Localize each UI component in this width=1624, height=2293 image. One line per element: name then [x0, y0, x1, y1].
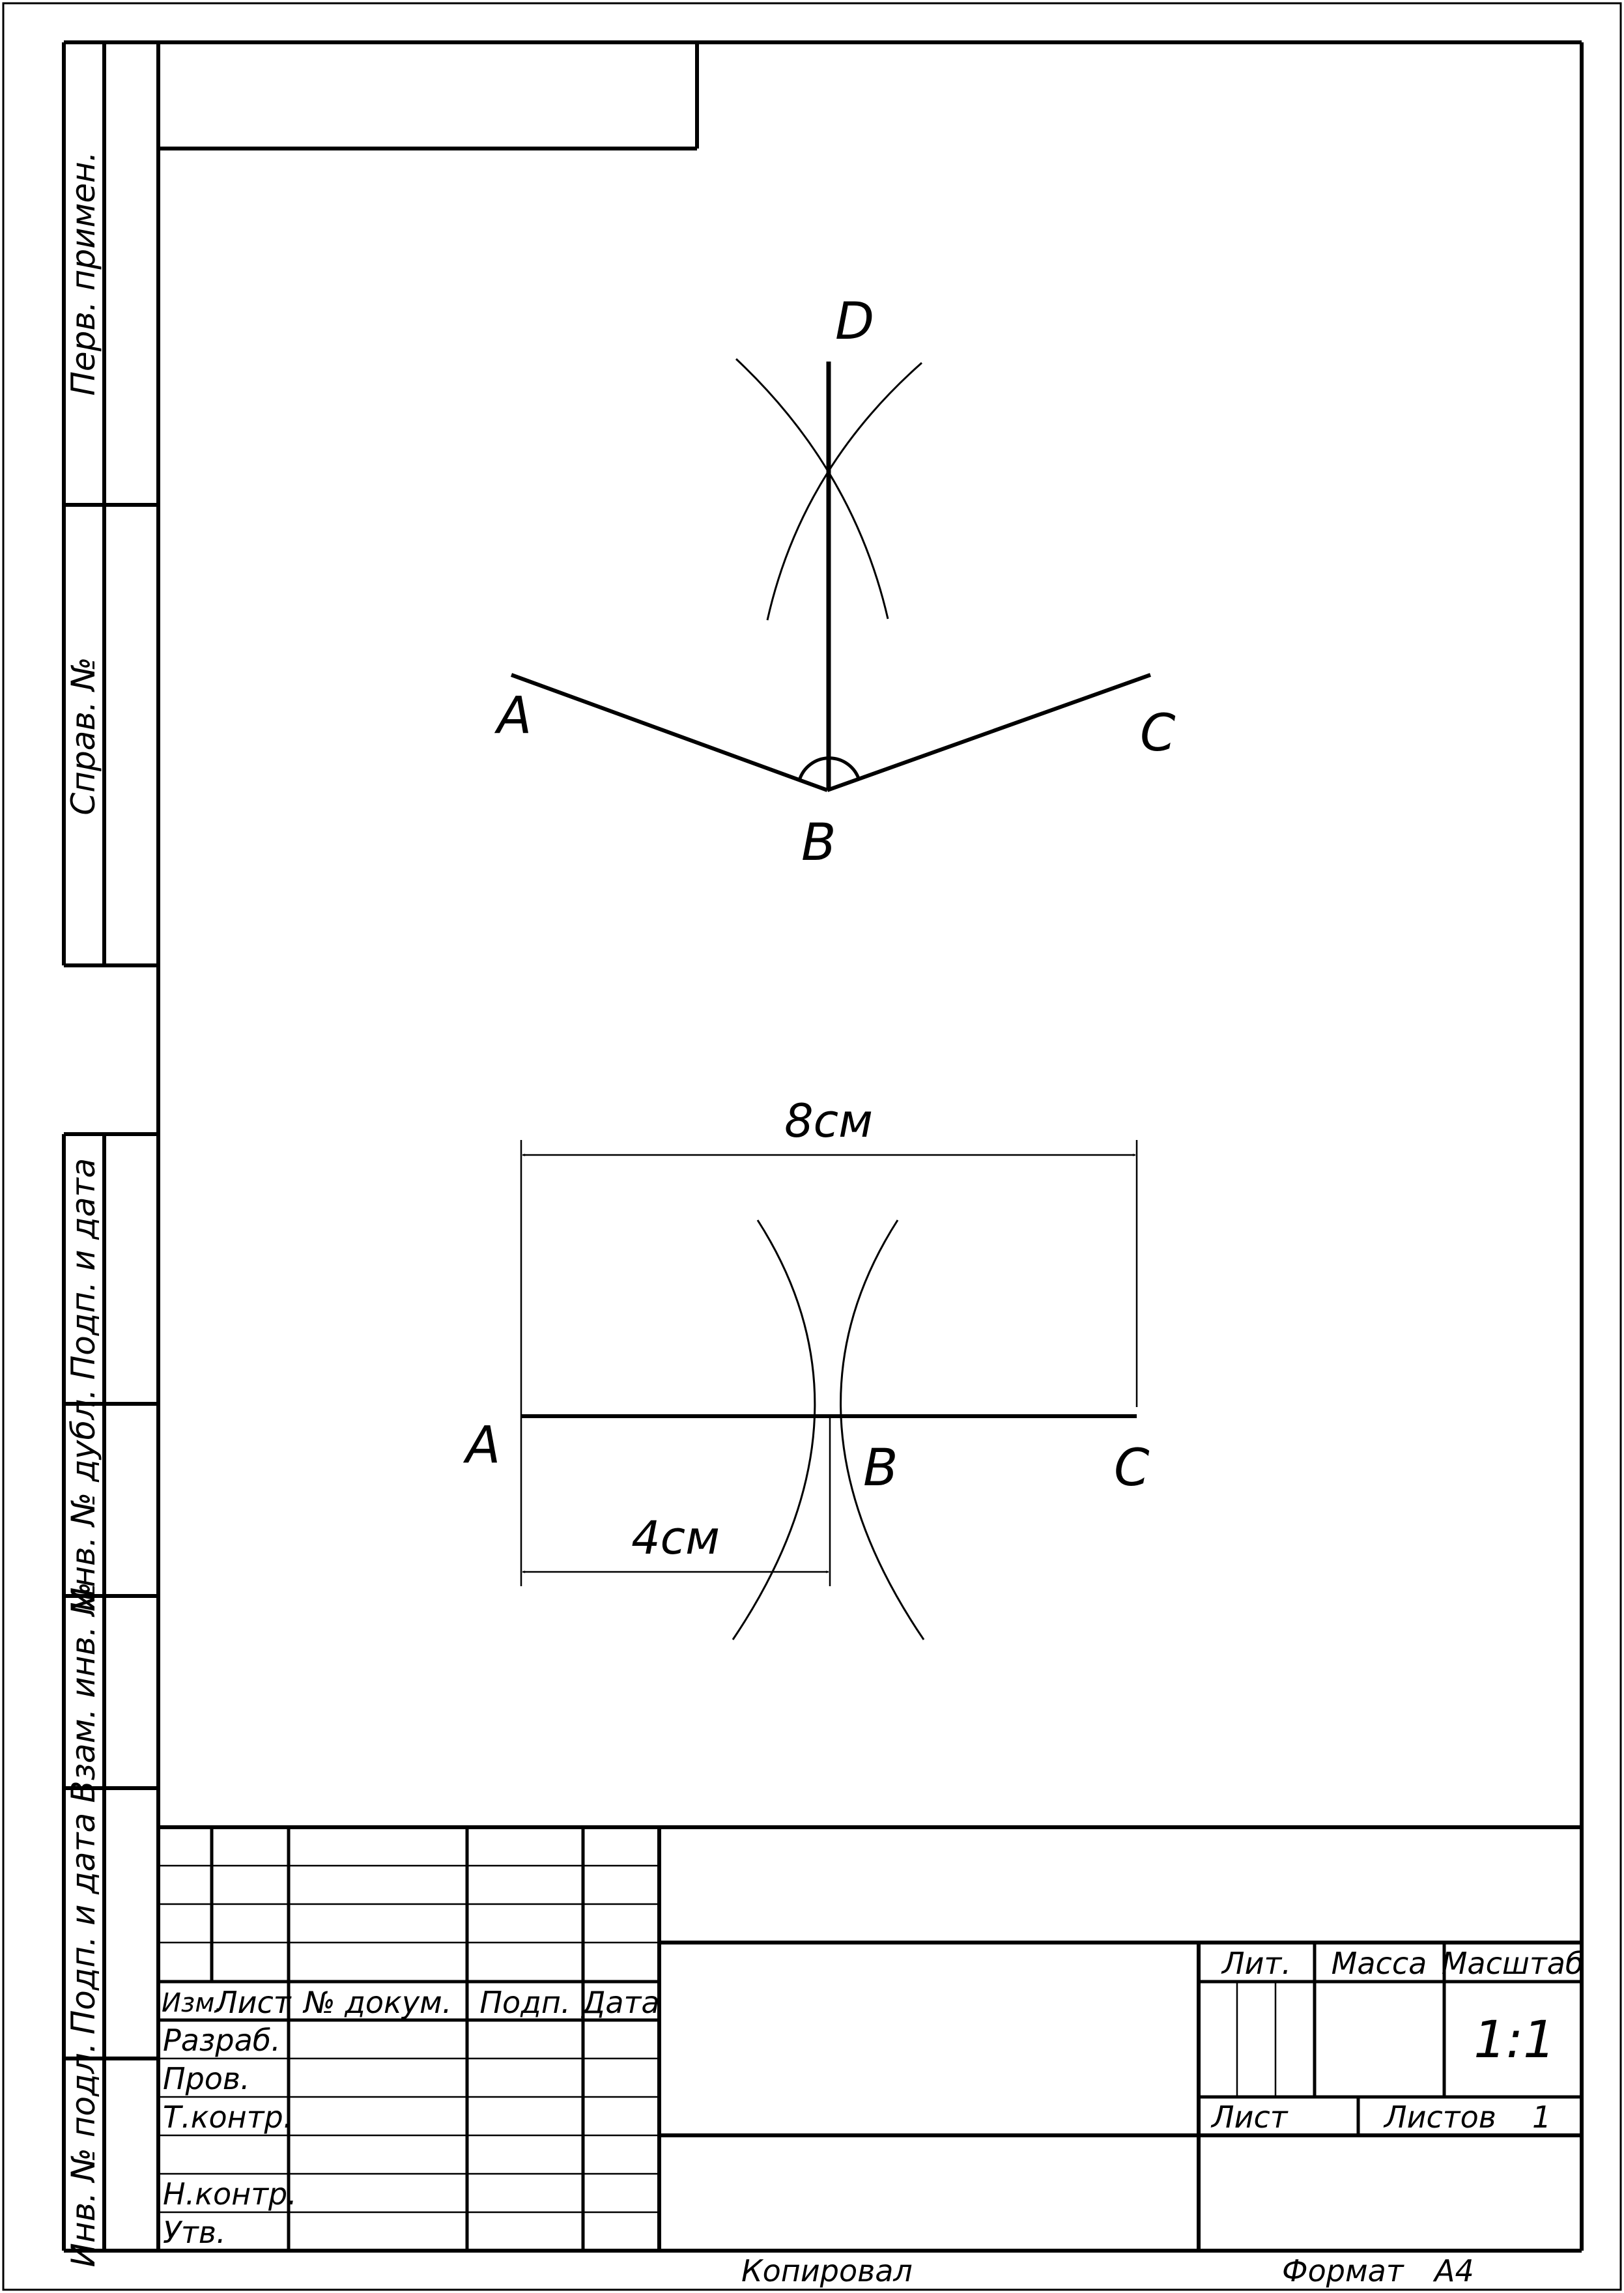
point-label-c: C: [1114, 1439, 1150, 1498]
label-massa: Масса: [1332, 1946, 1427, 1981]
header-dokum: № докум.: [302, 1985, 452, 2020]
sheets-total: 1: [1532, 2100, 1551, 2135]
angle-arc: [797, 756, 861, 781]
label-podp-data-top: Подп. и дата: [64, 1158, 102, 1380]
point-label-b: B: [801, 814, 836, 872]
scale-value: 1:1: [1474, 2011, 1556, 2070]
point-label-c: C: [1140, 704, 1176, 763]
sheet-footer: Копировал Формат А4: [741, 2253, 1474, 2288]
header-data: Дата: [580, 1985, 659, 2020]
label-sprav-no: Справ. №: [64, 657, 102, 815]
side-stamp-labels: Перв. примен. Справ. № Подп. и дата Инв.…: [64, 151, 102, 2267]
label-vzam-inv: Взам. инв. №: [64, 1582, 102, 1802]
top-stamp: [158, 42, 699, 150]
point-label-a: A: [494, 687, 532, 745]
title-block-labels: Изм. Лист № докум. Подп. Дата Разраб. Пр…: [162, 1946, 1584, 2250]
label-inv-dubl: Инв. № дубл.: [64, 1389, 102, 1612]
label-podp-data-bottom: Подп. и дата: [64, 1813, 102, 2035]
side-stamp-lower: [62, 1132, 158, 2251]
ray-bc: [826, 673, 1152, 792]
figure-top: D A C B: [494, 292, 1176, 872]
row-tkontr: Т.контр.: [163, 2100, 292, 2135]
point-label-d: D: [835, 292, 874, 351]
label-kopiroval: Копировал: [741, 2253, 913, 2288]
row-prov: Пров.: [163, 2061, 250, 2096]
side-stamp-upper: [62, 40, 158, 967]
point-label-b: B: [863, 1439, 898, 1498]
label-sheets: Листов: [1383, 2100, 1496, 2135]
construction-arc-right: [766, 362, 922, 621]
construction-arc-left: [735, 358, 889, 620]
label-inv-podl: Инв. № подл.: [64, 2043, 102, 2268]
label-format: Формат: [1282, 2253, 1404, 2288]
header-izm: Изм.: [162, 1988, 223, 2018]
format-value: А4: [1432, 2253, 1474, 2288]
point-label-a: A: [463, 1416, 500, 1475]
dimension-label-total: 8см: [784, 1094, 873, 1148]
label-lit: Лит.: [1221, 1946, 1291, 1981]
row-razrab: Разраб.: [163, 2023, 281, 2058]
header-podp: Подп.: [479, 1985, 570, 2020]
figure-bottom: 8см 4см A B C: [463, 1094, 1150, 1640]
label-masshtab: Масштаб: [1442, 1946, 1584, 1981]
construction-arc-right: [840, 1219, 925, 1640]
header-list: Лист: [214, 1985, 292, 2020]
dimension-label-half: 4см: [631, 1511, 720, 1565]
main-frame: [64, 40, 1584, 2253]
row-nkontr: Н.контр.: [163, 2176, 297, 2212]
label-sheet: Лист: [1210, 2100, 1289, 2135]
row-utv: Утв.: [163, 2215, 226, 2250]
construction-arc-left: [732, 1219, 816, 1640]
label-perv-primen: Перв. примен.: [64, 151, 102, 395]
title-block: [158, 1825, 1582, 2251]
ray-ba: [510, 673, 829, 792]
